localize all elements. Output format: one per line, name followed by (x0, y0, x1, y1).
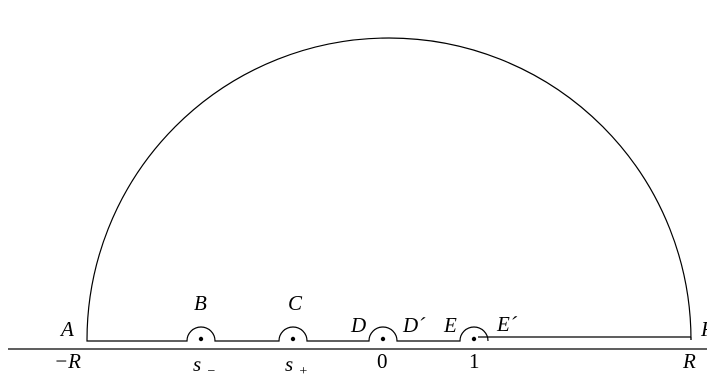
axis-label-one: 1 (469, 349, 480, 373)
point-label-f: F (700, 317, 707, 341)
point-label-e-prime: E´ (496, 312, 518, 336)
axis-label-r: R (682, 349, 696, 373)
pole-dot-zero (380, 336, 386, 342)
pole-dot-one (471, 336, 477, 342)
point-label-d: D (350, 313, 366, 337)
axis-label-zero: 0 (377, 349, 388, 373)
pole-dot-s-minus (198, 336, 204, 342)
axis-label-s-plus-sub: + (298, 364, 307, 379)
large-semicircle-arc (86, 37, 692, 341)
axis-label-s-minus-base: s (193, 352, 201, 376)
axis-label-s-minus-sub: − (206, 364, 215, 379)
axis-label-s-plus: s + (285, 352, 308, 379)
pole-dot-s-plus (290, 336, 296, 342)
point-label-e: E (443, 313, 457, 337)
point-label-c: C (288, 291, 303, 315)
axis-label-s-plus-base: s (285, 352, 293, 376)
point-label-d-prime: D´ (402, 313, 426, 337)
point-label-b: B (194, 291, 207, 315)
contour-segments (86, 326, 489, 342)
axis-label-s-minus: s − (193, 352, 216, 379)
axis-label-minus-r: −R (54, 349, 81, 373)
point-label-a: A (59, 317, 74, 341)
